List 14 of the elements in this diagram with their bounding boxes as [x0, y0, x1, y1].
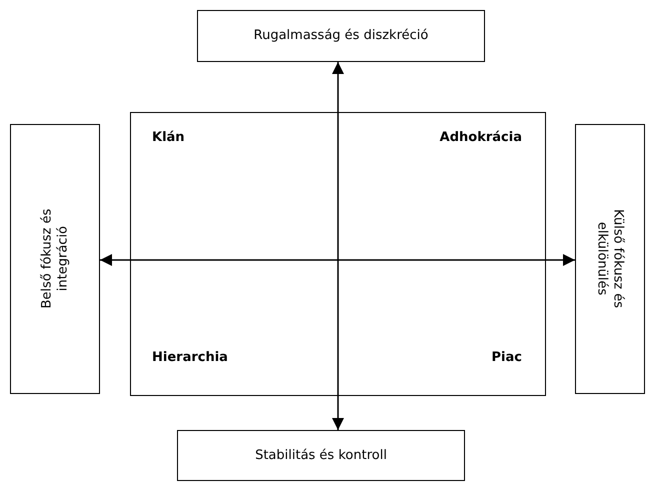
quadrant-label: Hierarchia	[152, 350, 228, 365]
label-box	[10, 124, 100, 394]
axis-label: Rugalmasság és diszkréció	[252, 28, 430, 44]
double-arrow	[100, 254, 575, 266]
axis-label: Stabilitás és kontroll	[254, 448, 388, 464]
quadrant-label: Klán	[152, 130, 185, 145]
label-box	[177, 430, 465, 481]
quadrant-label: Piac	[492, 350, 522, 365]
label-box	[575, 124, 645, 394]
double-arrow	[332, 62, 344, 430]
axis-label: Belső fókusz és integráció	[39, 208, 71, 310]
quadrant-label: Adhokrácia	[440, 130, 522, 145]
label-box	[197, 10, 485, 62]
axis-label: Külső fókusz és elkülönülés	[594, 208, 626, 310]
